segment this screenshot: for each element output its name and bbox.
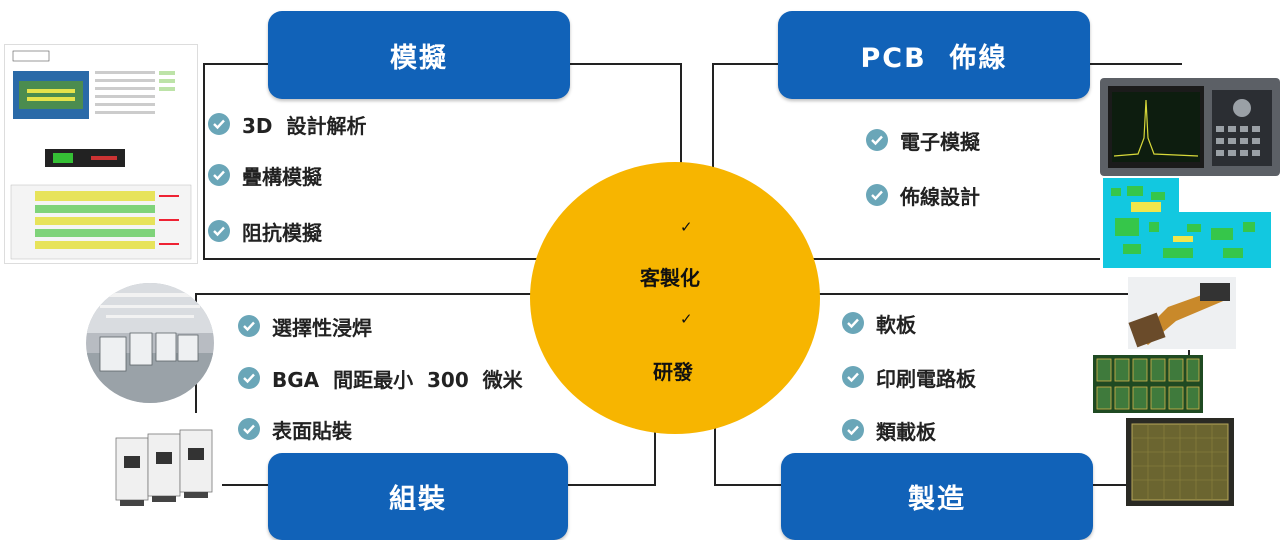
pcb-item-label: 佈線設計: [900, 184, 980, 209]
connector-bottom-right-h: [714, 484, 782, 486]
connector-top-left-v: [203, 63, 205, 259]
check-circle-icon: [208, 164, 230, 186]
check-circle-icon: [842, 366, 864, 388]
manufacturing-item-label: 軟板: [876, 312, 916, 337]
connector-top-right-v: [712, 63, 714, 196]
check-circle-icon: [208, 220, 230, 242]
connector-top-left-v2: [680, 63, 682, 197]
check-circle-icon: [842, 419, 864, 441]
pcb-panel-image: [1093, 355, 1203, 413]
center-circle: [530, 162, 820, 434]
check-circle-icon: [208, 113, 230, 135]
assembly-box: 組裝: [268, 453, 568, 540]
connector-top-right-bottom: [810, 258, 1100, 260]
simulation-item-impedance: 阻抗模擬: [208, 216, 322, 246]
check-circle-icon: [238, 315, 260, 337]
smt-machines-image: [110, 418, 222, 518]
pcb-layout-title: PCB 佈線: [860, 42, 1008, 74]
flex-board-image: [1128, 277, 1236, 349]
check-circle-icon: [238, 367, 260, 389]
connector-top-left-h2: [570, 63, 682, 65]
check-mark-1: ✓: [680, 218, 693, 236]
assembly-item-smt: 表面貼裝: [238, 414, 352, 444]
check-circle-icon: [866, 129, 888, 151]
simulation-item-3d: 3D 設計解析: [208, 109, 366, 139]
connector-top-right-h: [712, 63, 780, 65]
center-label-customization: 客製化: [640, 266, 700, 290]
assembly-title: 組裝: [389, 484, 447, 515]
pcb-layout-box: PCB 佈線: [778, 11, 1090, 99]
network-analyzer-image: [1100, 78, 1280, 176]
simulation-item-label: 疊構模擬: [242, 164, 322, 189]
simulation-item-stackup: 疊構模擬: [208, 160, 322, 190]
connector-bottom-right-top: [810, 293, 1128, 295]
manufacturing-item-label: 類載板: [876, 419, 936, 444]
substrate-board-image: [1126, 418, 1234, 506]
simulation-software-screenshot: [4, 44, 198, 264]
check-circle-icon: [238, 418, 260, 440]
pcb-item-label: 電子模擬: [900, 129, 980, 154]
check-mark-2: ✓: [680, 310, 693, 328]
connector-top-left-bottom: [203, 258, 543, 260]
connector-bottom-left-v2: [654, 426, 656, 486]
assembly-item-bga: BGA 間距最小 300 微米: [238, 363, 523, 393]
check-circle-icon: [866, 184, 888, 206]
connector-bottom-left-top: [195, 293, 539, 295]
center-label-research: 研發: [653, 360, 693, 384]
pcb-item-layout-design: 佈線設計: [866, 180, 980, 210]
connector-bottom-right-v: [714, 426, 716, 486]
pcb-item-electronic-sim: 電子模擬: [866, 125, 980, 155]
assembly-item-selective-solder: 選擇性浸焊: [238, 311, 372, 341]
pcb-layout-image: [1103, 178, 1271, 268]
simulation-box: 模擬: [268, 11, 570, 99]
manufacturing-item-label: 印刷電路板: [876, 366, 976, 391]
connector-bottom-left-h2: [568, 484, 656, 486]
simulation-item-label: 阻抗模擬: [242, 220, 322, 245]
check-circle-icon: [842, 312, 864, 334]
factory-floor-photo: [86, 283, 214, 403]
manufacturing-title: 製造: [908, 484, 966, 515]
assembly-item-label: 表面貼裝: [272, 418, 352, 443]
connector-bottom-right-h2: [1092, 484, 1128, 486]
simulation-item-label: 3D 設計解析: [242, 113, 367, 138]
assembly-item-label: BGA 間距最小 300 微米: [272, 367, 523, 392]
manufacturing-item-flex: 軟板: [842, 308, 916, 338]
manufacturing-box: 製造: [781, 453, 1093, 540]
manufacturing-item-substrate-like: 類載板: [842, 415, 936, 445]
connector-bottom-left-h: [222, 484, 270, 486]
connector-top-left-h: [203, 63, 273, 65]
assembly-item-label: 選擇性浸焊: [272, 315, 372, 340]
manufacturing-item-pcb: 印刷電路板: [842, 362, 976, 392]
connector-top-right-h2: [1090, 63, 1182, 65]
simulation-title: 模擬: [390, 42, 448, 74]
